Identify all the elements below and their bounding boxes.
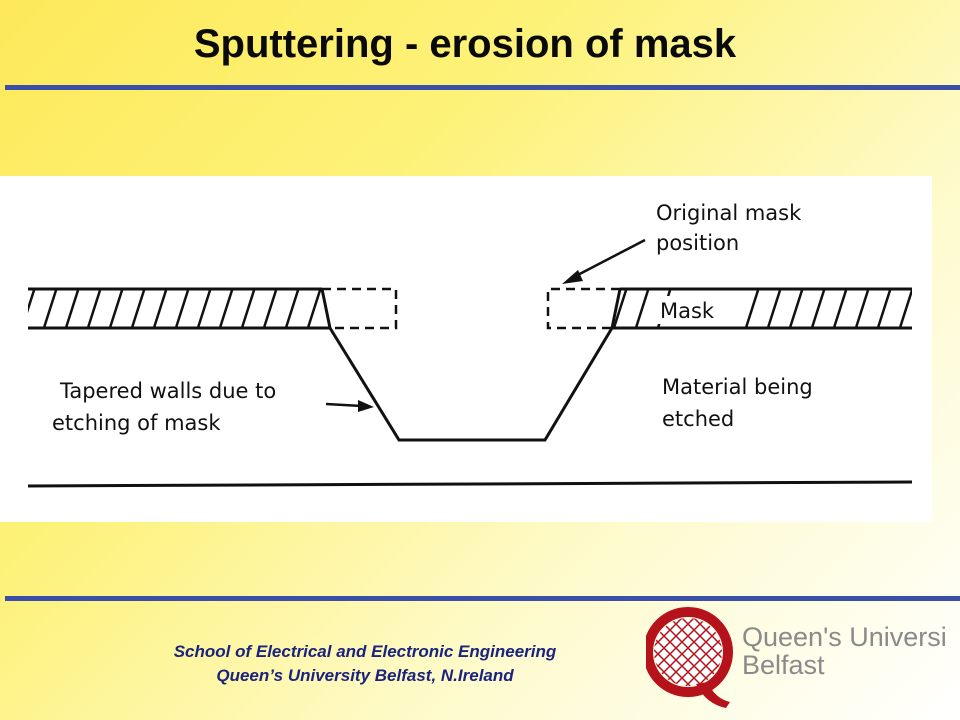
- etched-trench-profile: [328, 327, 614, 442]
- left-original-mask-outline: [322, 287, 398, 330]
- logo-text-line2: Belfast: [742, 650, 825, 680]
- diagram-panel: Original mask position Mask Material bei…: [0, 176, 932, 522]
- original-mask-arrow: [569, 238, 646, 281]
- mask-label-backdrop: [656, 296, 736, 324]
- right-original-mask-outline: [546, 287, 620, 330]
- slide-title: Sputtering - erosion of mask: [193, 22, 737, 66]
- top-rule: [5, 85, 960, 90]
- bottom-rule: [5, 596, 960, 601]
- left-mask-hatching: [28, 289, 322, 328]
- logo-monogram-icon: [646, 607, 733, 708]
- footer-school: School of Electrical and Electronic Engi…: [173, 642, 557, 661]
- label-tapered-line2: etching of mask: [52, 411, 221, 435]
- substrate-base-line: [27, 480, 913, 488]
- university-logo: Queen's University Belfast: [646, 607, 946, 708]
- mask-erosion-diagram: Original mask position Mask Material bei…: [27, 201, 913, 488]
- tapered-walls-arrow: [325, 402, 363, 408]
- label-material-line2: etched: [662, 407, 734, 431]
- label-mask: Mask: [660, 299, 715, 323]
- right-mask-tapered-edge: [610, 288, 622, 329]
- label-original-mask-line1: Original mask: [656, 201, 802, 225]
- label-material-line1: Material being: [662, 375, 813, 399]
- left-mask-tapered-edge: [320, 288, 332, 329]
- label-tapered-line1: Tapered walls due to: [59, 379, 276, 403]
- footer-university: Queen’s University Belfast, N.Ireland: [216, 666, 514, 685]
- label-original-mask-line2: position: [656, 231, 739, 255]
- tapered-walls-arrowhead: [358, 400, 374, 412]
- right-mask-hatching: [612, 289, 912, 328]
- original-mask-arrowhead: [562, 270, 583, 284]
- logo-text-line1: Queen's University: [742, 622, 946, 652]
